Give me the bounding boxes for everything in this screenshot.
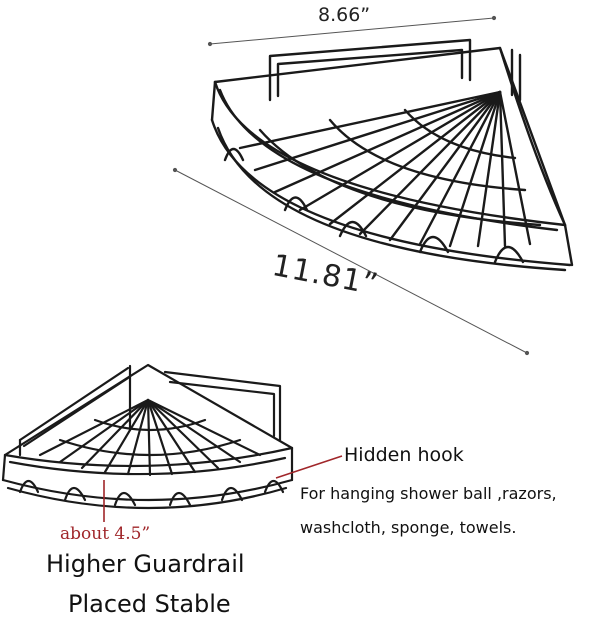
height-label: about 4.5” xyxy=(60,524,151,544)
depth-dimension-line xyxy=(172,167,530,356)
feature-line-1: Higher Guardrail xyxy=(46,550,245,578)
width-label: 8.66” xyxy=(318,4,371,26)
corner-rack-small xyxy=(1,363,294,510)
width-dimension-line xyxy=(207,15,497,47)
hook-callout-title: Hidden hook xyxy=(344,444,464,466)
hook-callout-description-line2: washcloth, sponge, towels. xyxy=(300,518,517,537)
hook-callout-description-line1: For hanging shower ball ,razors, xyxy=(300,484,557,503)
feature-line-2: Placed Stable xyxy=(68,590,231,618)
hook-callout-line xyxy=(275,455,343,479)
corner-rack-large xyxy=(210,38,574,272)
